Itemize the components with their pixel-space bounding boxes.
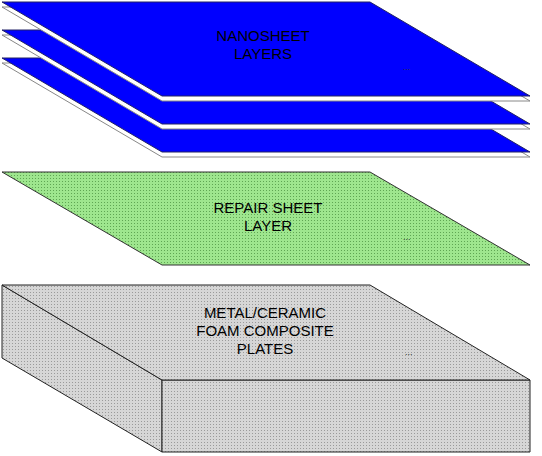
shape-face	[2, 285, 530, 380]
ellipsis-mark: ...	[403, 62, 411, 72]
shape-face	[162, 380, 530, 452]
ellipsis-mark: ...	[405, 347, 413, 357]
layer-label: METAL/CERAMIC FOAM COMPOSITE PLATES	[195, 304, 335, 358]
shape-face	[2, 172, 530, 265]
layer-label: NANOSHEET LAYERS	[201, 27, 325, 63]
shape-face	[2, 2, 530, 96]
foam-plate-block: METAL/CERAMIC FOAM COMPOSITE PLATES	[2, 285, 532, 454]
nanosheet-layer: NANOSHEET LAYERS	[2, 2, 532, 98]
layer-label: REPAIR SHEET LAYER	[204, 199, 332, 235]
repair-sheet: REPAIR SHEET LAYER	[2, 172, 532, 268]
ellipsis-mark: ...	[403, 232, 411, 242]
